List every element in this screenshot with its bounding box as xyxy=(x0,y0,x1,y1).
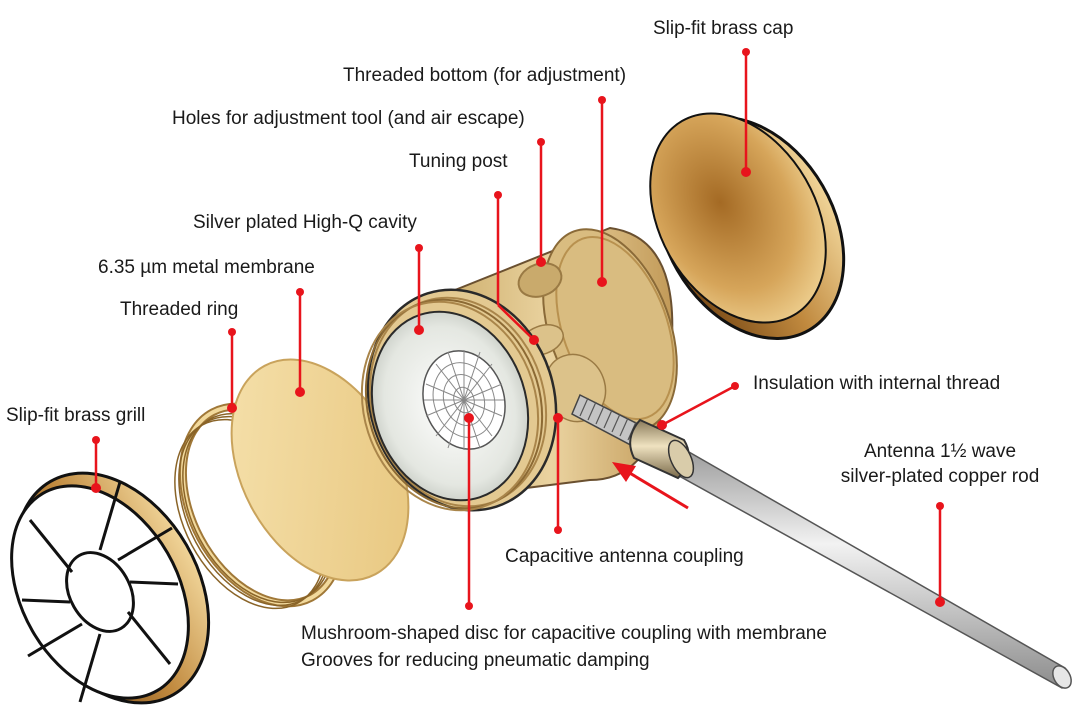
label-threaded-bottom: Threaded bottom (for adjustment) xyxy=(343,65,627,86)
label-antenna-line-1: Antenna 1½ wave xyxy=(863,441,1017,462)
label-threaded-ring: Threaded ring xyxy=(120,299,239,320)
brass-cap xyxy=(649,112,846,340)
cavity-body xyxy=(360,226,678,512)
label-antenna-line-2: silver-plated copper rod xyxy=(840,466,1040,487)
label-capacitive-coupling: Capacitive antenna coupling xyxy=(505,546,744,567)
label-silver-cavity: Silver plated High-Q cavity xyxy=(193,212,417,233)
antenna-assembly xyxy=(571,393,1072,689)
label-brass-grill: Slip-fit brass grill xyxy=(6,405,146,426)
label-grooves: Grooves for reducing pneumatic damping xyxy=(301,650,650,671)
label-adjustment-holes: Holes for adjustment tool (and air escap… xyxy=(172,108,525,129)
leader-lines xyxy=(94,52,942,606)
label-insulation: Insulation with internal thread xyxy=(753,373,1001,394)
leader-dots xyxy=(91,48,945,610)
label-brass-cap: Slip-fit brass cap xyxy=(653,18,794,39)
brass-grill xyxy=(10,471,211,705)
label-mushroom-disc: Mushroom-shaped disc for capacitive coup… xyxy=(301,623,827,644)
label-metal-membrane: 6.35 µm metal membrane xyxy=(98,257,315,278)
insertion-arrow xyxy=(612,462,689,510)
label-tuning-post: Tuning post xyxy=(409,151,508,172)
